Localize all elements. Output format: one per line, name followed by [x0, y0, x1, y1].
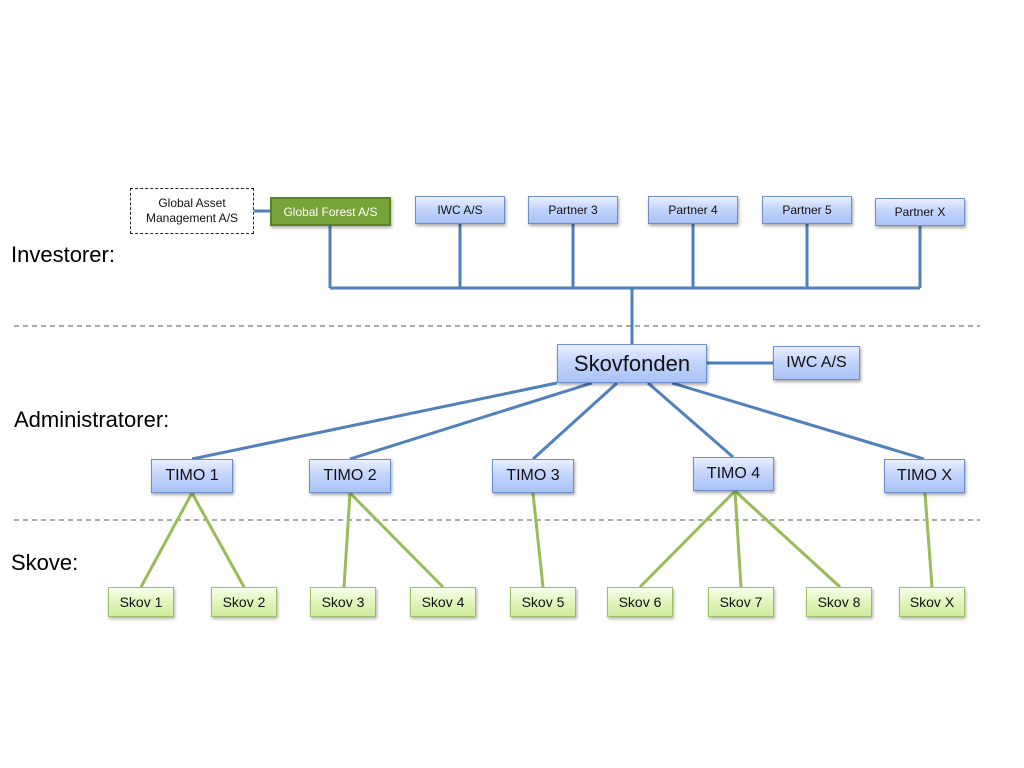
node-skov-7: Skov 7 [708, 587, 774, 617]
node-skov-x: Skov X [899, 587, 965, 617]
label-forests: Skove: [11, 550, 79, 575]
node-skov-5: Skov 5 [510, 587, 576, 617]
node-skov-2: Skov 2 [211, 587, 277, 617]
node-skov-6: Skov 6 [607, 587, 673, 617]
node-timo-4: TIMO 4 [693, 457, 774, 491]
node-skov-8: Skov 8 [806, 587, 872, 617]
node-iwc-investor: IWC A/S [415, 196, 505, 224]
node-global-forest: Global Forest A/S [270, 197, 391, 226]
node-timo-x: TIMO X [884, 459, 965, 493]
node-timo-2: TIMO 2 [309, 459, 391, 493]
node-skov-3: Skov 3 [310, 587, 376, 617]
node-partner-3: Partner 3 [528, 196, 618, 224]
node-global-asset-management-label: Global Asset Management A/S [145, 196, 239, 225]
fund-to-timo-connectors [191, 381, 925, 461]
node-skovfonden: Skovfonden [557, 344, 707, 383]
label-investors: Investorer: [11, 242, 115, 267]
node-partner-5: Partner 5 [762, 196, 852, 224]
node-iwc-fund-partner: IWC A/S [773, 346, 860, 380]
node-skov-4: Skov 4 [410, 587, 476, 617]
label-administrators: Administratorer: [14, 407, 170, 432]
node-partner-4: Partner 4 [648, 196, 738, 224]
node-timo-3: TIMO 3 [492, 459, 574, 493]
node-timo-1: TIMO 1 [151, 459, 233, 493]
node-skov-1: Skov 1 [108, 587, 174, 617]
investor-connectors [254, 209, 922, 365]
node-global-asset-management: Global Asset Management A/S [130, 188, 254, 234]
node-partner-x: Partner X [875, 198, 965, 226]
timo-to-forest-connectors [139, 489, 934, 589]
